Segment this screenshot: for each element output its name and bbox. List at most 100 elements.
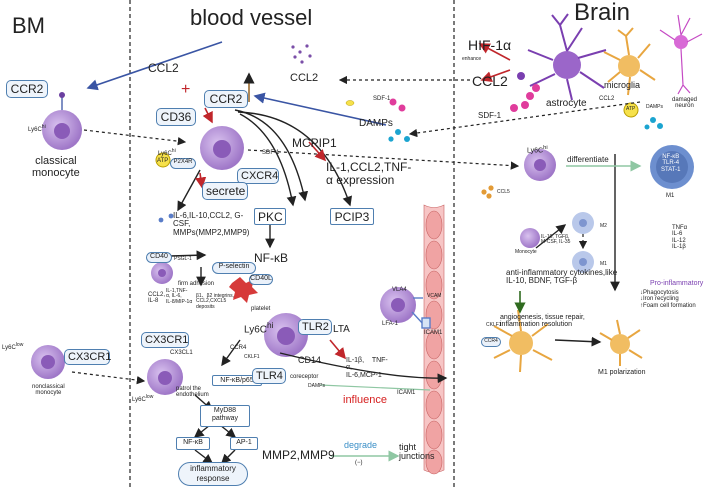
neuron-shape [659,14,703,95]
patrol-label: patrol the endothelium [176,386,209,399]
m1-receptors-label: NF-κB TLR-4 STAT-1 [661,154,681,173]
monocyte-small-label: Monocyte [515,249,537,255]
blue-arrows [86,41,387,126]
cx3cl1-label: CX3CL1 [170,350,193,356]
cd36-box: CD36 [156,108,196,126]
damps-brain-label: DAMPs [646,104,663,110]
ccl5-label: CCL5 [497,189,510,195]
ckr1-brain-label: CKLF1 [486,322,502,328]
ly6clow-main-label: Ly6Clow [132,394,154,403]
tlr4-box: TLR4 [252,368,286,384]
icam1-bottom-label: ICAM1 [397,390,416,396]
platelet-label: platelet [251,306,271,312]
degrade-label: degrade [344,440,378,450]
ap1-box: AP-1 [230,437,258,450]
hif-label: HIF-1α [468,37,512,53]
astrocyte-label: astrocyte [546,98,587,109]
ccl2-brain-label: CCL2 [472,73,508,89]
solid-arrows [169,109,620,464]
m1-polarization-cell [599,319,643,366]
anti-inflammatory-label: anti-inflammatory cytokines,like IL-10, … [506,268,618,286]
pro-inflammatory-label: Pro-inflammatory [650,280,704,287]
damaged-neuron-label: damaged neuron [672,97,698,110]
myd88-box: MyD88 pathway [200,405,250,427]
pkc-box: PKC [254,208,286,225]
minus-label: (−) [355,460,363,466]
nfkb-bottom-box: NF-κB [176,437,210,450]
tlr-monocyte [264,313,308,357]
region-title-blood-vessel: blood vessel [190,5,313,30]
plus-sign: + [181,81,191,98]
il10-list-label: IL-10, TGFβ, M-CSF, IL-35 [541,234,571,246]
integrins-label: β1、β2 integrins, CCL2,CXCL5 deposits [196,293,234,310]
enhance-label: enhance [462,56,482,62]
differentiate-label: differentiate [567,155,609,164]
ly6clow-left-label: Ly6Clow [2,342,24,351]
ccl2-top-label: CCL2 [148,61,179,75]
cx3cr1-box-main: CX3CR1 [141,332,189,348]
brain-small-cells [520,212,594,273]
ccr2-box-main: CCR2 [204,90,248,108]
nfkb-main-label: NF-κB [254,251,288,265]
cxcr4-box: CXCR4 [237,168,279,184]
ccr2-box-bm: CCR2 [6,80,48,98]
sdf1-brain-label: SDF-1 [478,111,502,120]
damps-top-label: DAMPs [359,118,393,129]
ccl2-mid-label: CCL2 [290,72,319,84]
il-list-small-label: IL-1,TNF- α, IL-6, IL-8/MIP-1α [166,288,193,305]
lfa1-label: LFA-1 [382,321,399,327]
m2-label: M2 [600,223,607,229]
brain-monocyte [524,149,556,181]
firm-adhesion-label: firm adhesion [178,281,215,287]
microglia-shape [603,27,656,96]
nonclassical-label: nonclassical monocyte [32,384,65,397]
patrol-monocyte [147,359,183,395]
molecule-dots [158,44,663,223]
ccl2-il8-label: CCL2, IL-8 [148,292,166,305]
il-expression-label: IL-1,CCL2,TNF- α expression [326,160,412,187]
cx3cr1-box-left: CX3CR1 [64,349,111,365]
tlr2-box: TLR2 [298,319,332,335]
ccr4-brain-box: CCR4 [481,337,501,347]
secrete-box: secrete [202,182,248,200]
ly6chi-main-label: Ly6Chi [158,148,176,157]
red-arrows [179,43,511,360]
sdf1-main-label: SDF-1 [262,150,280,156]
cd40-monocyte [151,262,173,284]
classical-monocyte-label: classical monocyte [32,155,80,179]
tight-junctions-label: tight junctions [399,442,435,462]
adhesion-receptors [411,297,431,329]
inflammatory-response-box: inflammatory response [178,462,248,486]
pselectin-box: P-selectin [212,262,256,274]
vessel-wall [423,204,445,475]
vla4-label: VLA4 [392,287,407,293]
p2x4r-box: P2X4R [170,158,196,169]
mcpip1-label: MCPIP1 [292,136,337,150]
pcip3-box: PCIP3 [330,208,374,225]
lta-label: LTA [333,324,350,335]
nonclassical-monocyte [31,345,65,379]
astrocyte-shape [527,13,607,101]
m1-label: M1 [666,193,675,199]
ccr4-label: CCR4 [230,345,247,351]
atp-main-label: ATP [157,158,169,164]
ccl2-microglia-label: CCL2 [599,96,615,102]
bm-classical-monocyte [42,92,82,150]
psgl1-label: PSGL-1 [174,256,192,262]
coreceptor-label: coreceptor [290,374,319,380]
damps-small-label: DAMPs [308,383,325,389]
ly6chi-tlr-label: Ly6Chi [244,320,274,336]
ckr1-label: CKLF1 [244,354,260,360]
m1-cytokines-label: TNFα IL-6 IL-12 IL-1β [672,225,688,250]
sdf1-top-label: SDF-1 [373,96,391,102]
region-title-bm: BM [12,13,45,38]
influence-label: influence [343,394,388,406]
cytokines-list-label: IL-6,IL-10,CCL2, G- CSF, MMPs(MMP2,MMP9) [173,211,250,237]
atp-brain-label: ATP [626,106,636,112]
region-title-brain: Brain [574,0,631,26]
cd40-box: CD40 [146,252,172,263]
main-monocyte [200,126,244,170]
atp-circle-brain [623,102,639,118]
